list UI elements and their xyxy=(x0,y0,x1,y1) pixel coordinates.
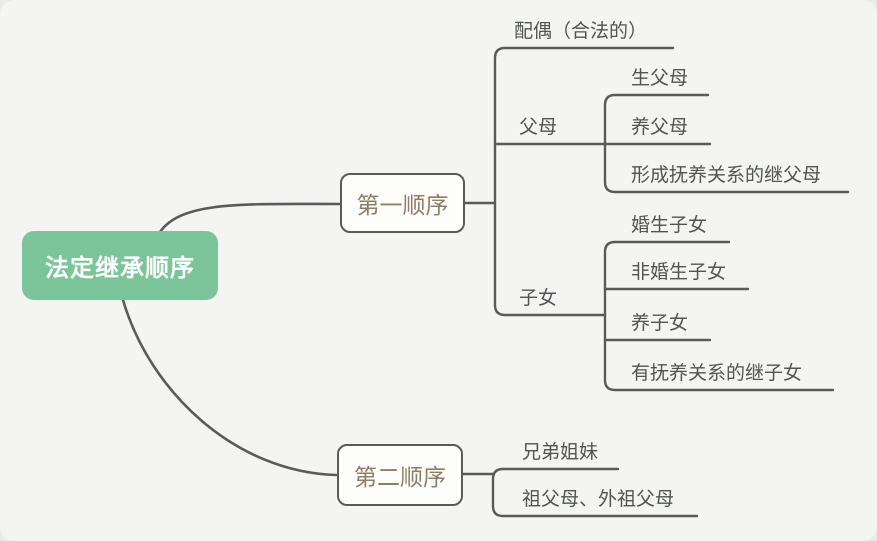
first-order-label: 第一顺序 xyxy=(356,192,449,218)
leaf-node-spouse[interactable]: 配偶（合法的） xyxy=(514,21,648,42)
leaf-node-offspring[interactable]: 子女 xyxy=(519,288,558,309)
edge-root-to-first-order xyxy=(158,202,341,234)
leaf-node-step-children[interactable]: 有抚养关系的继子女 xyxy=(631,363,803,384)
edge-root-to-second-order xyxy=(121,298,338,477)
leaf-node-siblings[interactable]: 兄弟姐妹 xyxy=(522,442,599,463)
bracket-offspring-children xyxy=(603,240,835,392)
leaf-node-step-parents[interactable]: 形成抚养关系的继父母 xyxy=(631,165,822,186)
leaf-node-marital-children[interactable]: 婚生子女 xyxy=(631,215,708,236)
leaf-node-grandparents[interactable]: 祖父母、外祖父母 xyxy=(522,489,675,510)
bracket-second-order xyxy=(491,467,699,518)
bracket-first-order xyxy=(493,46,675,317)
branch-node-second-order[interactable]: 第二顺序 xyxy=(337,444,463,506)
leaf-node-non-marital-children[interactable]: 非婚生子女 xyxy=(631,262,727,283)
branch-node-first-order[interactable]: 第一顺序 xyxy=(340,173,465,233)
root-node-legal-inheritance-order[interactable]: 法定继承顺序 xyxy=(22,231,218,300)
leaf-node-adopted-children[interactable]: 养子女 xyxy=(631,313,689,334)
leaf-node-biological-parents[interactable]: 生父母 xyxy=(631,68,689,89)
leaf-node-adoptive-parents[interactable]: 养父母 xyxy=(631,117,689,138)
leaf-node-parents[interactable]: 父母 xyxy=(519,117,558,138)
second-order-label: 第二顺序 xyxy=(354,464,446,490)
root-node-label: 法定继承顺序 xyxy=(45,255,195,282)
bracket-parents-children xyxy=(603,93,850,194)
